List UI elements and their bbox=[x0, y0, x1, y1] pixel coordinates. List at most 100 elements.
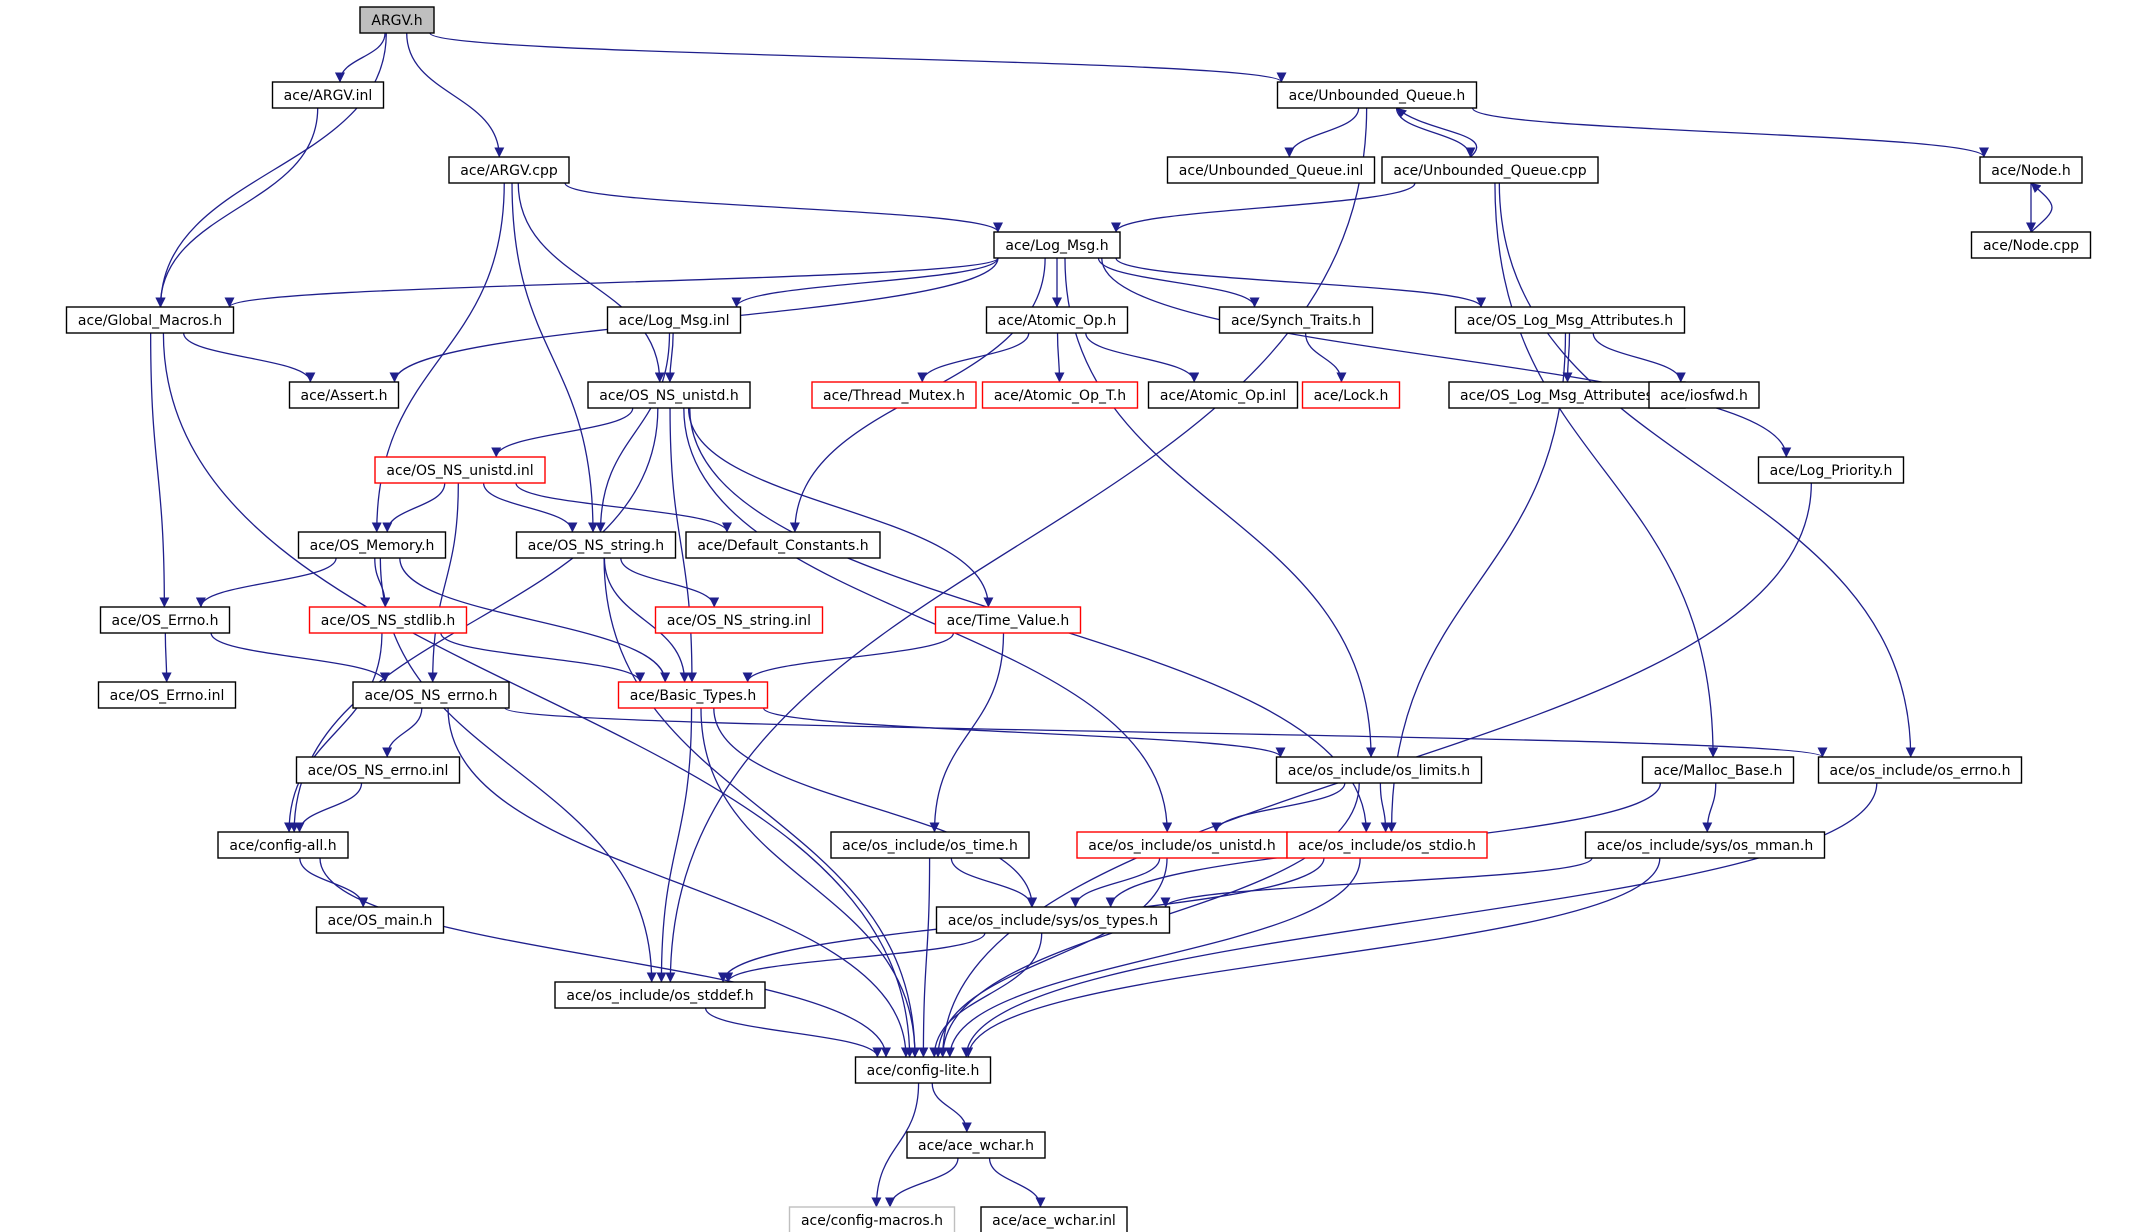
edge-os-ns-errno-h-to-os-include-os-errno-h bbox=[504, 707, 1827, 758]
edge-log-msg-h-to-synch-traits-h bbox=[1097, 257, 1260, 308]
edge-os-ns-errno-h-to-config-lite-h bbox=[447, 707, 911, 1058]
node-argv-cpp[interactable]: ace/ARGV.cpp bbox=[448, 156, 570, 184]
node-atomic-op-t-h[interactable]: ace/Atomic_Op_T.h bbox=[981, 381, 1139, 409]
edge-node-cpp-to-node-h bbox=[2030, 182, 2053, 233]
node-box bbox=[993, 231, 1121, 259]
edge-unbounded-queue-cpp-to-malloc-base-h bbox=[1494, 182, 1719, 758]
node-config-all-h[interactable]: ace/config-all.h bbox=[217, 831, 349, 859]
node-os-ns-unistd-h[interactable]: ace/OS_NS_unistd.h bbox=[587, 381, 751, 409]
node-default-constants-h[interactable]: ace/Default_Constants.h bbox=[685, 531, 881, 559]
node-box bbox=[1641, 756, 1795, 784]
node-atomic-op-h[interactable]: ace/Atomic_Op.h bbox=[985, 306, 1129, 334]
node-unbounded-queue-inl[interactable]: ace/Unbounded_Queue.inl bbox=[1166, 156, 1376, 184]
node-argv-h[interactable]: ARGV.h bbox=[359, 6, 435, 34]
node-box bbox=[315, 906, 445, 934]
node-ace-wchar-inl[interactable]: ace/ace_wchar.inl bbox=[980, 1206, 1128, 1232]
node-label: ace/Log_Msg.inl bbox=[619, 313, 730, 329]
node-label: ace/Lock.h bbox=[1314, 388, 1389, 404]
edge-argv-cpp-to-os-ns-unistd-h bbox=[517, 182, 665, 383]
node-os-memory-h[interactable]: ace/OS_Memory.h bbox=[297, 531, 447, 559]
node-os-limits-h[interactable]: ace/os_include/os_limits.h bbox=[1275, 756, 1483, 784]
node-os-ns-errno-h[interactable]: ace/OS_NS_errno.h bbox=[352, 681, 510, 709]
node-assert-h[interactable]: ace/Assert.h bbox=[288, 381, 400, 409]
node-os-main-h[interactable]: ace/OS_main.h bbox=[315, 906, 445, 934]
node-basic-types-h[interactable]: ace/Basic_Types.h bbox=[617, 681, 769, 709]
edge-config-all-h-to-os-main-h bbox=[299, 857, 369, 908]
node-box bbox=[1166, 156, 1376, 184]
edge-ace-wchar-h-to-config-macros-h bbox=[885, 1157, 959, 1208]
edge-argv-cpp-to-os-ns-string-h bbox=[511, 182, 598, 533]
edge-os-ns-unistd-inl-to-default-constants-h bbox=[515, 482, 732, 533]
edge-os-ns-unistd-h-to-os-ns-unistd-inl bbox=[491, 407, 634, 458]
node-iosfwd-h[interactable]: ace/iosfwd.h bbox=[1648, 381, 1760, 409]
node-box bbox=[654, 606, 824, 634]
node-label: ace/Log_Msg.h bbox=[1005, 238, 1108, 254]
node-box bbox=[271, 81, 385, 109]
node-argv-inl[interactable]: ace/ARGV.inl bbox=[271, 81, 385, 109]
node-label: ace/OS_NS_unistd.inl bbox=[386, 463, 533, 479]
node-os-log-msg-attributes-inl[interactable]: ace/OS_Log_Msg_Attributes.inl bbox=[1448, 381, 1686, 409]
edge-malloc-base-h-to-os-mman-h bbox=[1702, 782, 1717, 833]
node-config-lite-h[interactable]: ace/config-lite.h bbox=[854, 1056, 992, 1084]
edge-os-types-h-to-os-stddef-h bbox=[723, 932, 986, 983]
node-os-errno-h[interactable]: ace/OS_Errno.h bbox=[99, 606, 231, 634]
node-label: ace/ace_wchar.inl bbox=[992, 1213, 1116, 1229]
edge-log-msg-inl-to-os-ns-string-h bbox=[595, 332, 671, 533]
node-os-include-os-errno-h[interactable]: ace/os_include/os_errno.h bbox=[1817, 756, 2023, 784]
edge-atomic-op-h-to-thread-mutex-h bbox=[917, 332, 1030, 383]
node-config-macros-h[interactable]: ace/config-macros.h bbox=[788, 1206, 956, 1232]
node-box bbox=[448, 156, 570, 184]
node-os-ns-stdlib-h[interactable]: ace/OS_NS_stdlib.h bbox=[308, 606, 468, 634]
node-node-cpp[interactable]: ace/Node.cpp bbox=[1970, 231, 2092, 259]
node-global-macros-h[interactable]: ace/Global_Macros.h bbox=[65, 306, 235, 334]
edge-log-msg-h-to-log-priority-h bbox=[1101, 257, 1792, 458]
edge-os-ns-stdlib-h-to-basic-types-h bbox=[440, 632, 646, 683]
node-os-ns-string-h[interactable]: ace/OS_NS_string.h bbox=[515, 531, 677, 559]
node-label: ace/OS_Errno.inl bbox=[110, 688, 225, 704]
edge-basic-types-h-to-os-types-h bbox=[713, 707, 1038, 908]
node-os-types-h[interactable]: ace/os_include/sys/os_types.h bbox=[935, 906, 1171, 934]
node-synch-traits-h[interactable]: ace/Synch_Traits.h bbox=[1218, 306, 1374, 334]
node-box bbox=[1275, 756, 1483, 784]
edge-config-lite-h-to-config-macros-h bbox=[871, 1082, 920, 1208]
node-label: ace/Atomic_Op.h bbox=[998, 313, 1116, 329]
node-log-priority-h[interactable]: ace/Log_Priority.h bbox=[1757, 456, 1905, 484]
edge-atomic-op-h-to-atomic-op-t-h bbox=[1054, 332, 1065, 383]
node-box bbox=[295, 756, 461, 784]
node-os-ns-unistd-inl[interactable]: ace/OS_NS_unistd.inl bbox=[374, 456, 546, 484]
node-log-msg-inl[interactable]: ace/Log_Msg.inl bbox=[606, 306, 742, 334]
node-thread-mutex-h[interactable]: ace/Thread_Mutex.h bbox=[811, 381, 977, 409]
node-box bbox=[606, 306, 742, 334]
node-os-log-msg-attributes-h[interactable]: ace/OS_Log_Msg_Attributes.h bbox=[1454, 306, 1686, 334]
node-os-errno-inl[interactable]: ace/OS_Errno.inl bbox=[97, 681, 237, 709]
node-label: ace/os_include/os_limits.h bbox=[1288, 763, 1470, 779]
node-malloc-base-h[interactable]: ace/Malloc_Base.h bbox=[1641, 756, 1795, 784]
edge-log-msg-inl-to-os-ns-unistd-h bbox=[664, 332, 675, 383]
node-os-time-h[interactable]: ace/os_include/os_time.h bbox=[830, 831, 1030, 859]
node-node-h[interactable]: ace/Node.h bbox=[1979, 156, 2083, 184]
edge-argv-h-to-unbounded-queue-h bbox=[429, 32, 1287, 83]
node-atomic-op-inl[interactable]: ace/Atomic_Op.inl bbox=[1147, 381, 1299, 409]
node-os-stdio-h[interactable]: ace/os_include/os_stdio.h bbox=[1286, 831, 1488, 859]
edge-os-mman-h-to-os-types-h bbox=[1160, 857, 1593, 908]
node-box bbox=[1276, 81, 1478, 109]
node-time-value-h[interactable]: ace/Time_Value.h bbox=[934, 606, 1082, 634]
node-os-stddef-h[interactable]: ace/os_include/os_stddef.h bbox=[554, 981, 766, 1009]
node-os-ns-errno-inl[interactable]: ace/OS_NS_errno.inl bbox=[295, 756, 461, 784]
node-os-ns-string-inl[interactable]: ace/OS_NS_string.inl bbox=[654, 606, 824, 634]
node-label: ace/Node.h bbox=[1991, 163, 2070, 179]
edge-basic-types-h-to-os-stddef-h bbox=[656, 707, 693, 983]
node-os-unistd-h[interactable]: ace/os_include/os_unistd.h bbox=[1076, 831, 1288, 859]
node-log-msg-h[interactable]: ace/Log_Msg.h bbox=[993, 231, 1121, 259]
node-unbounded-queue-h[interactable]: ace/Unbounded_Queue.h bbox=[1276, 81, 1478, 109]
node-ace-wchar-h[interactable]: ace/ace_wchar.h bbox=[906, 1131, 1046, 1159]
node-os-mman-h[interactable]: ace/os_include/sys/os_mman.h bbox=[1584, 831, 1826, 859]
edge-os-time-h-to-os-types-h bbox=[950, 857, 1037, 908]
edge-argv-cpp-to-log-msg-h bbox=[564, 182, 1003, 233]
edge-os-ns-unistd-inl-to-os-ns-string-h bbox=[482, 482, 578, 533]
edge-argv-h-to-argv-inl bbox=[334, 32, 386, 83]
node-label: ace/os_include/os_stddef.h bbox=[566, 988, 753, 1004]
node-lock-h[interactable]: ace/Lock.h bbox=[1301, 381, 1401, 409]
node-unbounded-queue-cpp[interactable]: ace/Unbounded_Queue.cpp bbox=[1381, 156, 1599, 184]
